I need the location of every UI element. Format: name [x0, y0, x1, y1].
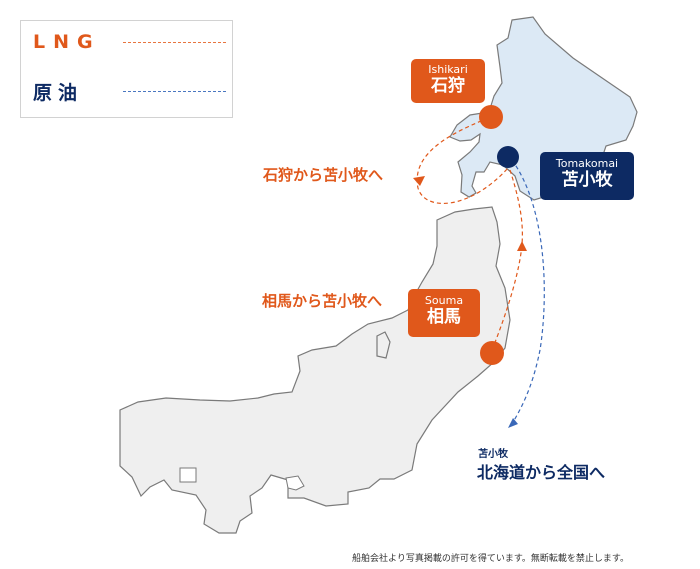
tomakomai-en: Tomakomai	[555, 157, 619, 170]
ishikari-port-marker	[479, 105, 503, 129]
lng-route-ishikari	[416, 117, 509, 205]
ishikari-en: Ishikari	[428, 63, 468, 76]
legend-lng: LNG	[33, 31, 226, 53]
ishikari-port-tag: Ishikari 石狩	[411, 59, 485, 103]
souma-en: Souma	[424, 294, 464, 307]
lng-route-souma-arrow	[517, 241, 527, 251]
crude-route-arrow	[508, 418, 518, 428]
souma-jp: 相馬	[427, 307, 461, 327]
legend-lng-line	[123, 41, 226, 43]
route-label-souma: 相馬から苫小牧へ	[262, 292, 383, 310]
souma-port-tag: Souma 相馬	[408, 289, 480, 337]
legend-crude-line	[123, 91, 226, 92]
lng-route-ishikari-arrow	[413, 176, 425, 186]
crude-dest-origin: 苫小牧	[478, 449, 508, 460]
honshu-landmass	[119, 206, 511, 534]
ishikari-jp: 石狩	[431, 76, 465, 96]
crude-dest-label: 北海道から全国へ	[477, 463, 606, 482]
legend-crude-label: 原油	[33, 82, 84, 104]
bay-detail	[179, 467, 197, 483]
copyright-note: 船舶会社より写真掲載の許可を得ています。無断転載を禁止します。	[352, 554, 630, 564]
route-label-ishikari: 石狩から苫小牧へ	[263, 166, 384, 184]
tomakomai-port-marker	[497, 146, 519, 168]
legend-crude: 原油	[33, 78, 226, 105]
crude-route	[511, 159, 545, 425]
souma-port-marker	[480, 341, 504, 365]
legend: LNG 原油	[20, 20, 233, 118]
inland-sea-detail	[285, 475, 305, 491]
sado-island	[376, 331, 391, 359]
tomakomai-jp: 苫小牧	[561, 170, 613, 190]
legend-lng-label: LNG	[33, 31, 101, 53]
tomakomai-port-tag: Tomakomai 苫小牧	[540, 152, 634, 200]
